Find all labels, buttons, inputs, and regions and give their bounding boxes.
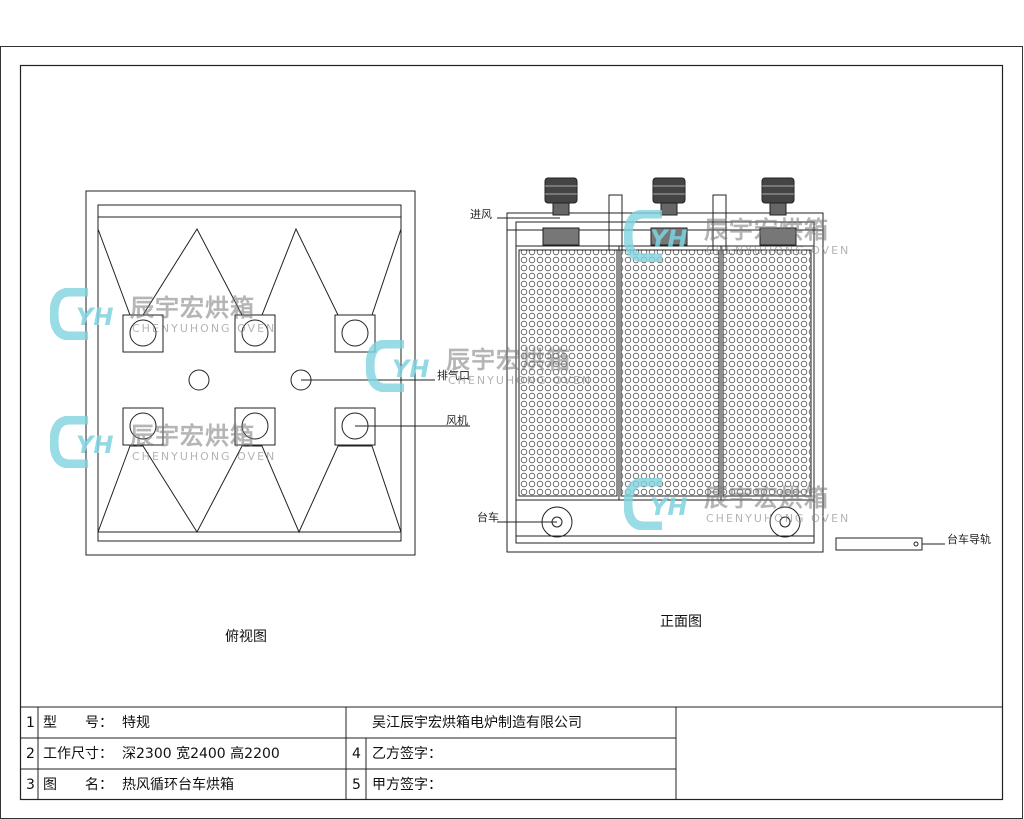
exhaust-port-label: 排气口 xyxy=(437,369,470,382)
front-view-title: 正面图 xyxy=(660,614,702,630)
company-name: 吴江辰宇宏烘箱电炉制造有限公司 xyxy=(372,715,582,731)
row-3-value: 热风循环台车烘箱 xyxy=(122,777,234,793)
fan-box-bottom-1 xyxy=(122,407,164,446)
top-view-outer-wall xyxy=(85,190,416,556)
top-duct-zigzag xyxy=(97,227,402,316)
perforated-panel-3 xyxy=(722,249,812,497)
front-view-inner-wall xyxy=(515,221,815,544)
perforated-panel-2 xyxy=(620,249,720,497)
trolley-rail xyxy=(835,537,923,551)
fan-box-top-3 xyxy=(334,314,376,353)
row-3-number: 3 xyxy=(26,777,35,793)
inner-frame xyxy=(19,64,1004,801)
fan-motor-2 xyxy=(650,177,688,246)
trolley-rail-label: 台车导轨 xyxy=(947,533,991,546)
inlet-pipe-2 xyxy=(712,194,727,251)
party-b-number: 4 xyxy=(352,746,361,762)
row-2-value: 深2300 宽2400 高2200 xyxy=(122,746,280,762)
top-view xyxy=(85,190,470,556)
trolley-wheel-right xyxy=(769,506,801,538)
fan-box-top-2 xyxy=(234,314,276,353)
fan-motor-3 xyxy=(759,177,797,246)
row-1-number: 1 xyxy=(26,715,35,731)
exhaust-port-1 xyxy=(188,369,210,391)
row-3-label: 图 名： xyxy=(43,777,113,793)
air-inlet-label: 进风 xyxy=(470,208,492,221)
fan-label: 风机 xyxy=(446,414,468,427)
row-1-value: 特规 xyxy=(122,715,150,731)
row-2-label: 工作尺寸： xyxy=(43,746,113,762)
top-view-inner-wall xyxy=(97,204,402,542)
fan-box-top-1 xyxy=(122,314,164,353)
trolley-label: 台车 xyxy=(477,511,499,524)
fan-box-bottom-2 xyxy=(234,407,276,446)
perforated-panel-1 xyxy=(518,249,618,497)
top-view-title: 俯视图 xyxy=(225,629,267,645)
row-1-label: 型 号： xyxy=(43,715,113,731)
party-a-number: 5 xyxy=(352,777,361,793)
party-b-label: 乙方签字： xyxy=(372,746,442,762)
party-a-label: 甲方签字： xyxy=(372,777,442,793)
row-2-number: 2 xyxy=(26,746,35,762)
bottom-duct-zigzag xyxy=(97,445,402,534)
title-block xyxy=(20,706,1002,799)
inlet-pipe-1 xyxy=(608,194,623,251)
front-view xyxy=(497,194,945,553)
fan-motor-1 xyxy=(542,177,580,246)
